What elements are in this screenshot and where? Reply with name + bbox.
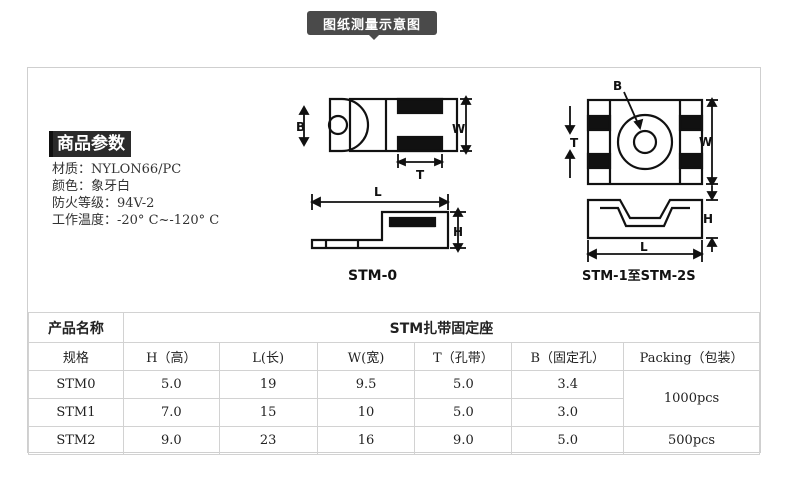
cell-h: 9.0 <box>122 426 220 455</box>
header-spec: 规格 <box>28 342 124 371</box>
spec-temperature: 工作温度：-20° C~-120° C <box>52 213 220 228</box>
spec-material: 材质：NYLON66/PC <box>52 162 182 177</box>
stm0-label-b: B <box>296 120 305 134</box>
cell-l: 23 <box>218 426 318 455</box>
cell-model: STM1 <box>28 398 124 427</box>
stm1-label-t: T <box>570 136 579 150</box>
banner-pointer <box>369 35 379 40</box>
stm0-side-dimensions <box>309 194 466 253</box>
stm0-top-view <box>327 97 459 153</box>
cell-h: 5.0 <box>122 370 220 399</box>
spec-fire-rating: 防火等级：94V-2 <box>52 196 155 211</box>
cell-b: 3.0 <box>511 398 625 427</box>
spec-list: 材质：NYLON66/PC 颜色：象牙白 防火等级：94V-2 工作温度：-20… <box>52 161 219 229</box>
stm1-top-dimensions <box>564 91 718 187</box>
cell-t: 9.0 <box>414 426 513 455</box>
cell-l: 15 <box>218 398 318 427</box>
spec-color: 颜色：象牙白 <box>52 179 131 194</box>
table-row: STM0 5.0 19 9.5 5.0 3.4 1000pcs <box>28 370 760 427</box>
banner-title: 图纸测量示意图 <box>322 17 421 33</box>
cell-model: STM2 <box>28 426 124 455</box>
cell-b: 3.4 <box>511 370 625 399</box>
product-name-label: 产品名称 <box>28 312 124 343</box>
stm1-caption: STM-1至STM-2S <box>582 269 696 284</box>
cell-w: 16 <box>316 426 416 455</box>
table-title-row: 产品名称 STM扎带固定座 <box>28 312 761 343</box>
stm0-label-l: L <box>374 185 382 199</box>
header-packing: Packing（包装） <box>623 342 760 371</box>
table-row: STM2 9.0 23 16 9.0 5.0 500pcs <box>28 426 760 455</box>
cell-h: 7.0 <box>122 398 220 427</box>
stm0-dimension-lines <box>298 95 472 168</box>
cell-w: 9.5 <box>316 370 416 399</box>
spec-table: 产品名称 STM扎带固定座 规格 H（高） L(长) W(宽) T（孔带） B（… <box>28 312 761 455</box>
stm1-label-b: B <box>613 79 622 93</box>
cell-l: 19 <box>218 370 318 399</box>
header-t: T（孔带） <box>414 342 513 371</box>
cell-b: 5.0 <box>511 426 625 455</box>
header-l: L(长) <box>218 342 318 371</box>
cell-t: 5.0 <box>414 370 513 399</box>
header-b: B（固定孔） <box>511 342 625 371</box>
section-banner: 图纸测量示意图 <box>307 11 437 35</box>
stm0-label-h: H <box>453 225 463 239</box>
cell-model: STM0 <box>28 370 124 399</box>
cell-w: 10 <box>316 398 416 427</box>
stm1-side-dimensions <box>585 186 718 262</box>
product-name-value: STM扎带固定座 <box>122 312 761 343</box>
table-header-row: 规格 H（高） L(长) W(宽) T（孔带） B（固定孔） Packing（包… <box>28 342 760 371</box>
stm0-drawing: B W T L H STM-0 <box>296 95 472 284</box>
header-w: W(宽) <box>316 342 416 371</box>
params-heading: 商品参数 <box>49 131 131 157</box>
stm1-label-w: W <box>699 135 712 149</box>
stm1-top-view <box>586 98 704 186</box>
header-h: H（高） <box>122 342 220 371</box>
stm1-drawing: B T W H L STM-1至STM-2S <box>564 79 718 284</box>
table-row: STM1 7.0 15 10 5.0 3.0 <box>28 398 760 427</box>
stm0-caption: STM-0 <box>348 268 397 284</box>
stm0-label-w: W <box>452 122 465 136</box>
cell-packing: 1000pcs <box>623 370 760 427</box>
stm0-label-t: T <box>416 168 425 182</box>
stm1-side-view <box>586 198 704 240</box>
stm1-label-l: L <box>640 240 648 254</box>
cell-packing: 500pcs <box>623 426 760 455</box>
stm0-side-view <box>310 210 450 250</box>
stm1-label-h: H <box>703 212 713 226</box>
cell-t: 5.0 <box>414 398 513 427</box>
